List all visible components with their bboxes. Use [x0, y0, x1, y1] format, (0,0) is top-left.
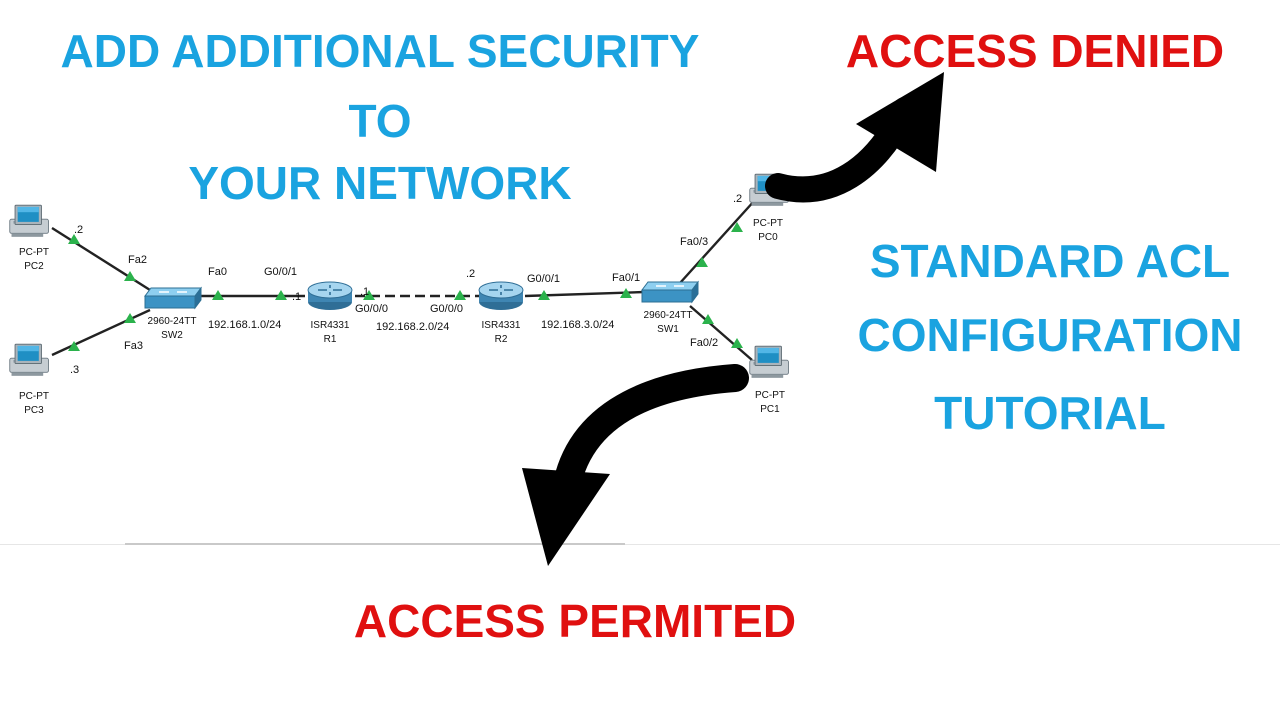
switch-sw2-icon[interactable]	[144, 287, 202, 309]
arrow-to-permitted	[522, 364, 749, 566]
pc1-name: PC1	[760, 404, 780, 415]
links	[51, 199, 756, 361]
sw1-name: SW1	[657, 324, 679, 335]
side-title-line-1: STANDARD ACL	[869, 235, 1231, 287]
net2-label: 192.168.2.0/24	[376, 321, 449, 333]
pc0-host-label: .2	[733, 193, 742, 205]
sw1-fa01-label: Fa0/1	[612, 272, 640, 284]
router-r2-icon[interactable]	[478, 281, 524, 311]
pc1-type: PC-PT	[755, 390, 785, 401]
pc3-icon[interactable]	[9, 343, 49, 377]
pc1-icon[interactable]	[749, 345, 789, 379]
r2-type: ISR4331	[482, 320, 521, 331]
arrow-to-denied	[765, 72, 944, 203]
sw1-fa02-label: Fa0/2	[690, 337, 718, 349]
side-title-line-3: TUTORIAL	[934, 387, 1166, 439]
headline-line-3: YOUR NETWORK	[188, 157, 572, 209]
r1-g001-host: .1	[292, 291, 301, 303]
router-r1-icon[interactable]	[307, 281, 353, 311]
sw2-fa0-label: Fa0	[208, 266, 227, 278]
scrollbar-line	[125, 543, 625, 545]
pc0-name: PC0	[758, 232, 778, 243]
pc2-host-label: .2	[74, 224, 83, 236]
headline-line-2: TO	[348, 95, 412, 147]
pc2-icon[interactable]	[9, 204, 49, 238]
pc3-type: PC-PT	[19, 391, 49, 402]
sw2-type: 2960-24TT	[148, 316, 197, 327]
link-sw1-pc1	[689, 305, 753, 361]
net1-label: 192.168.1.0/24	[208, 319, 281, 331]
sw1-type: 2960-24TT	[644, 310, 693, 321]
link-pc3-sw2	[51, 308, 151, 357]
pc2-type: PC-PT	[19, 247, 49, 258]
r1-g000-host: .1	[360, 286, 369, 298]
r2-g000-label: G0/0/0	[430, 303, 463, 315]
sw2-fa2-label: Fa2	[128, 254, 147, 266]
net3-label: 192.168.3.0/24	[541, 319, 614, 331]
r2-name: R2	[495, 334, 508, 345]
r1-type: ISR4331	[311, 320, 350, 331]
r2-g000-host: .2	[466, 268, 475, 280]
r1-g001-label: G0/0/1	[264, 266, 297, 278]
access-denied-label: ACCESS DENIED	[845, 25, 1225, 77]
pc3-host-label: .3	[70, 364, 79, 376]
headline-line-1: ADD ADDITIONAL SECURITY	[60, 25, 700, 77]
divider-line	[0, 544, 1280, 545]
sw2-fa3-label: Fa3	[124, 340, 143, 352]
switch-sw1-icon[interactable]	[641, 281, 699, 303]
access-permitted-label: ACCESS PERMITED	[353, 595, 797, 647]
side-title-line-2: CONFIGURATION	[857, 309, 1243, 361]
sw2-name: SW2	[161, 330, 183, 341]
r2-g001-label: G0/0/1	[527, 273, 560, 285]
pc2-name: PC2	[24, 261, 44, 272]
pc3-name: PC3	[24, 405, 44, 416]
sw1-fa03-label: Fa0/3	[680, 236, 708, 248]
r1-name: R1	[324, 334, 337, 345]
link-sw1-pc0	[679, 199, 756, 284]
r1-g000-label: G0/0/0	[355, 303, 388, 315]
pc0-type: PC-PT	[753, 218, 783, 229]
